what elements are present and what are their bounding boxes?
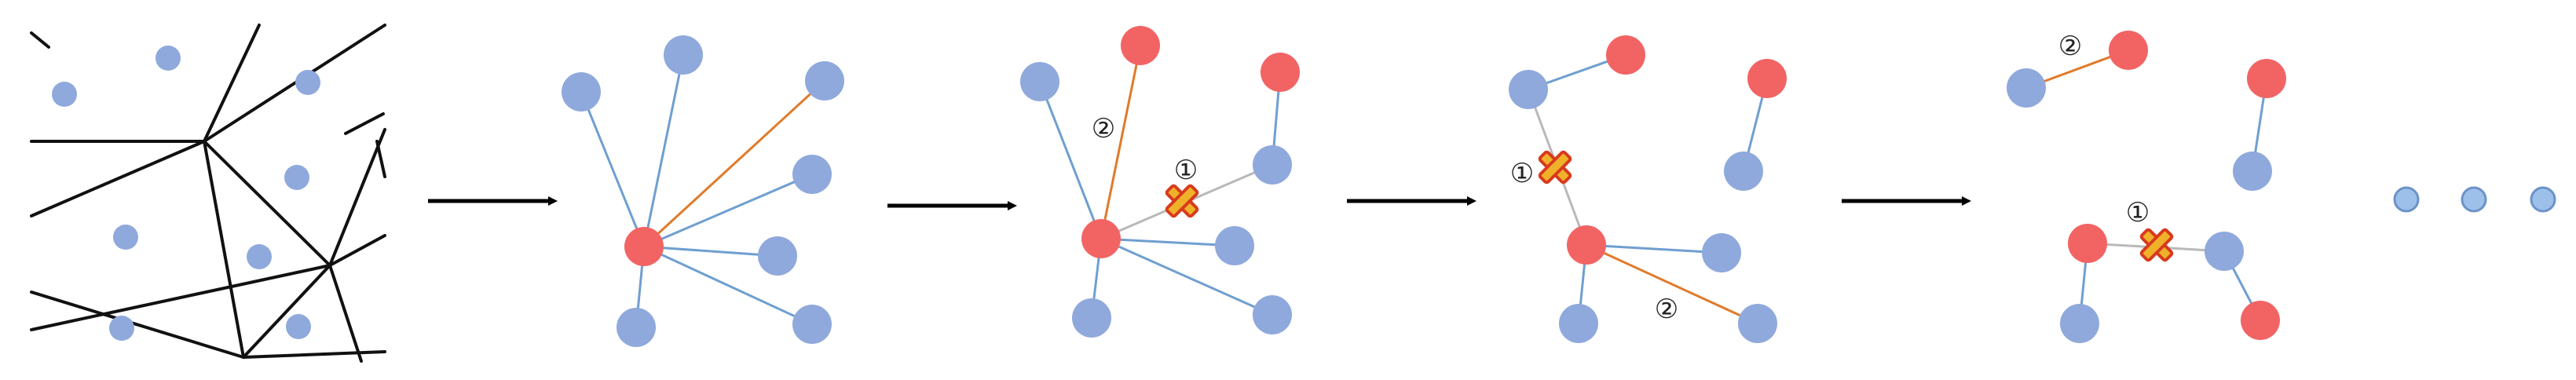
node-blue xyxy=(1253,295,1292,334)
point xyxy=(286,314,311,339)
step-label-1: ① xyxy=(1510,158,1534,189)
step-label-1: ① xyxy=(1174,155,1198,186)
node-blue xyxy=(1215,226,1254,265)
nodes xyxy=(1509,35,1787,343)
node-blue xyxy=(1724,152,1763,191)
node-blue xyxy=(1702,233,1741,272)
node-blue xyxy=(1509,70,1548,109)
node-red xyxy=(2109,31,2148,70)
point xyxy=(52,82,77,107)
edges xyxy=(580,54,826,328)
node-red xyxy=(2068,224,2107,263)
cross-icon xyxy=(2139,228,2174,262)
node-red xyxy=(1747,59,1787,98)
nodes xyxy=(2007,31,2286,343)
edge-orange xyxy=(1100,45,1142,239)
node-blue xyxy=(2007,68,2046,108)
edge-orange xyxy=(1586,243,1758,325)
node-red xyxy=(624,227,664,266)
node-blue xyxy=(2233,152,2272,191)
node-red xyxy=(2241,301,2280,340)
step-label-2: ② xyxy=(1092,113,1115,144)
node-red xyxy=(1606,35,1645,75)
edge xyxy=(1100,237,1273,316)
step-label-2: ② xyxy=(1655,294,1678,325)
node-red xyxy=(2247,59,2286,98)
node-blue xyxy=(792,155,832,194)
point xyxy=(156,46,181,71)
cross-icon xyxy=(1165,184,1199,218)
edge xyxy=(643,173,813,248)
node-blue xyxy=(792,305,832,344)
node-blue xyxy=(805,61,844,100)
step-label-1: ① xyxy=(2126,197,2150,228)
dot xyxy=(2393,186,2420,213)
node-blue xyxy=(1072,298,1111,338)
panel-5: ① ② xyxy=(2007,31,2286,343)
nodes xyxy=(1020,26,1300,338)
step-label-2: ② xyxy=(2058,31,2082,62)
edge xyxy=(1100,237,1235,247)
point xyxy=(295,70,320,95)
node-blue xyxy=(1253,145,1292,185)
node-red xyxy=(1081,219,1121,258)
edge xyxy=(1586,243,1722,254)
edge-orange xyxy=(642,79,826,248)
node-red xyxy=(1121,26,1160,65)
nodes xyxy=(562,35,844,347)
edge xyxy=(643,245,778,258)
node-blue xyxy=(1738,304,1777,343)
dot xyxy=(2530,186,2556,213)
node-blue xyxy=(617,308,656,347)
triangulation-lines xyxy=(30,24,386,363)
node-blue xyxy=(2205,232,2244,271)
panel-1-triangulation xyxy=(30,24,386,363)
edges xyxy=(2025,49,2268,324)
point xyxy=(247,244,272,269)
node-blue xyxy=(1559,304,1598,343)
cross-icon xyxy=(1538,150,1572,185)
panel-3: ① ② xyxy=(1020,26,1300,338)
point xyxy=(109,316,134,341)
edge xyxy=(580,91,646,247)
node-blue xyxy=(758,236,797,276)
point xyxy=(113,225,138,250)
node-blue xyxy=(1020,62,1059,101)
edge xyxy=(1038,81,1103,239)
edge xyxy=(643,245,813,326)
point xyxy=(284,165,309,190)
edges xyxy=(1038,45,1282,319)
node-blue xyxy=(562,72,601,111)
panel-2-star-graph xyxy=(562,35,844,347)
dot xyxy=(2461,186,2487,213)
node-red xyxy=(1261,53,1300,92)
node-blue xyxy=(664,35,703,75)
ellipsis-icon xyxy=(2393,186,2556,213)
edges xyxy=(1527,53,1769,325)
node-blue xyxy=(2060,304,2099,343)
panel-4: ① ② xyxy=(1509,35,1787,343)
triangulation-points xyxy=(52,46,320,341)
node-red xyxy=(1567,225,1606,265)
edge xyxy=(642,54,685,247)
